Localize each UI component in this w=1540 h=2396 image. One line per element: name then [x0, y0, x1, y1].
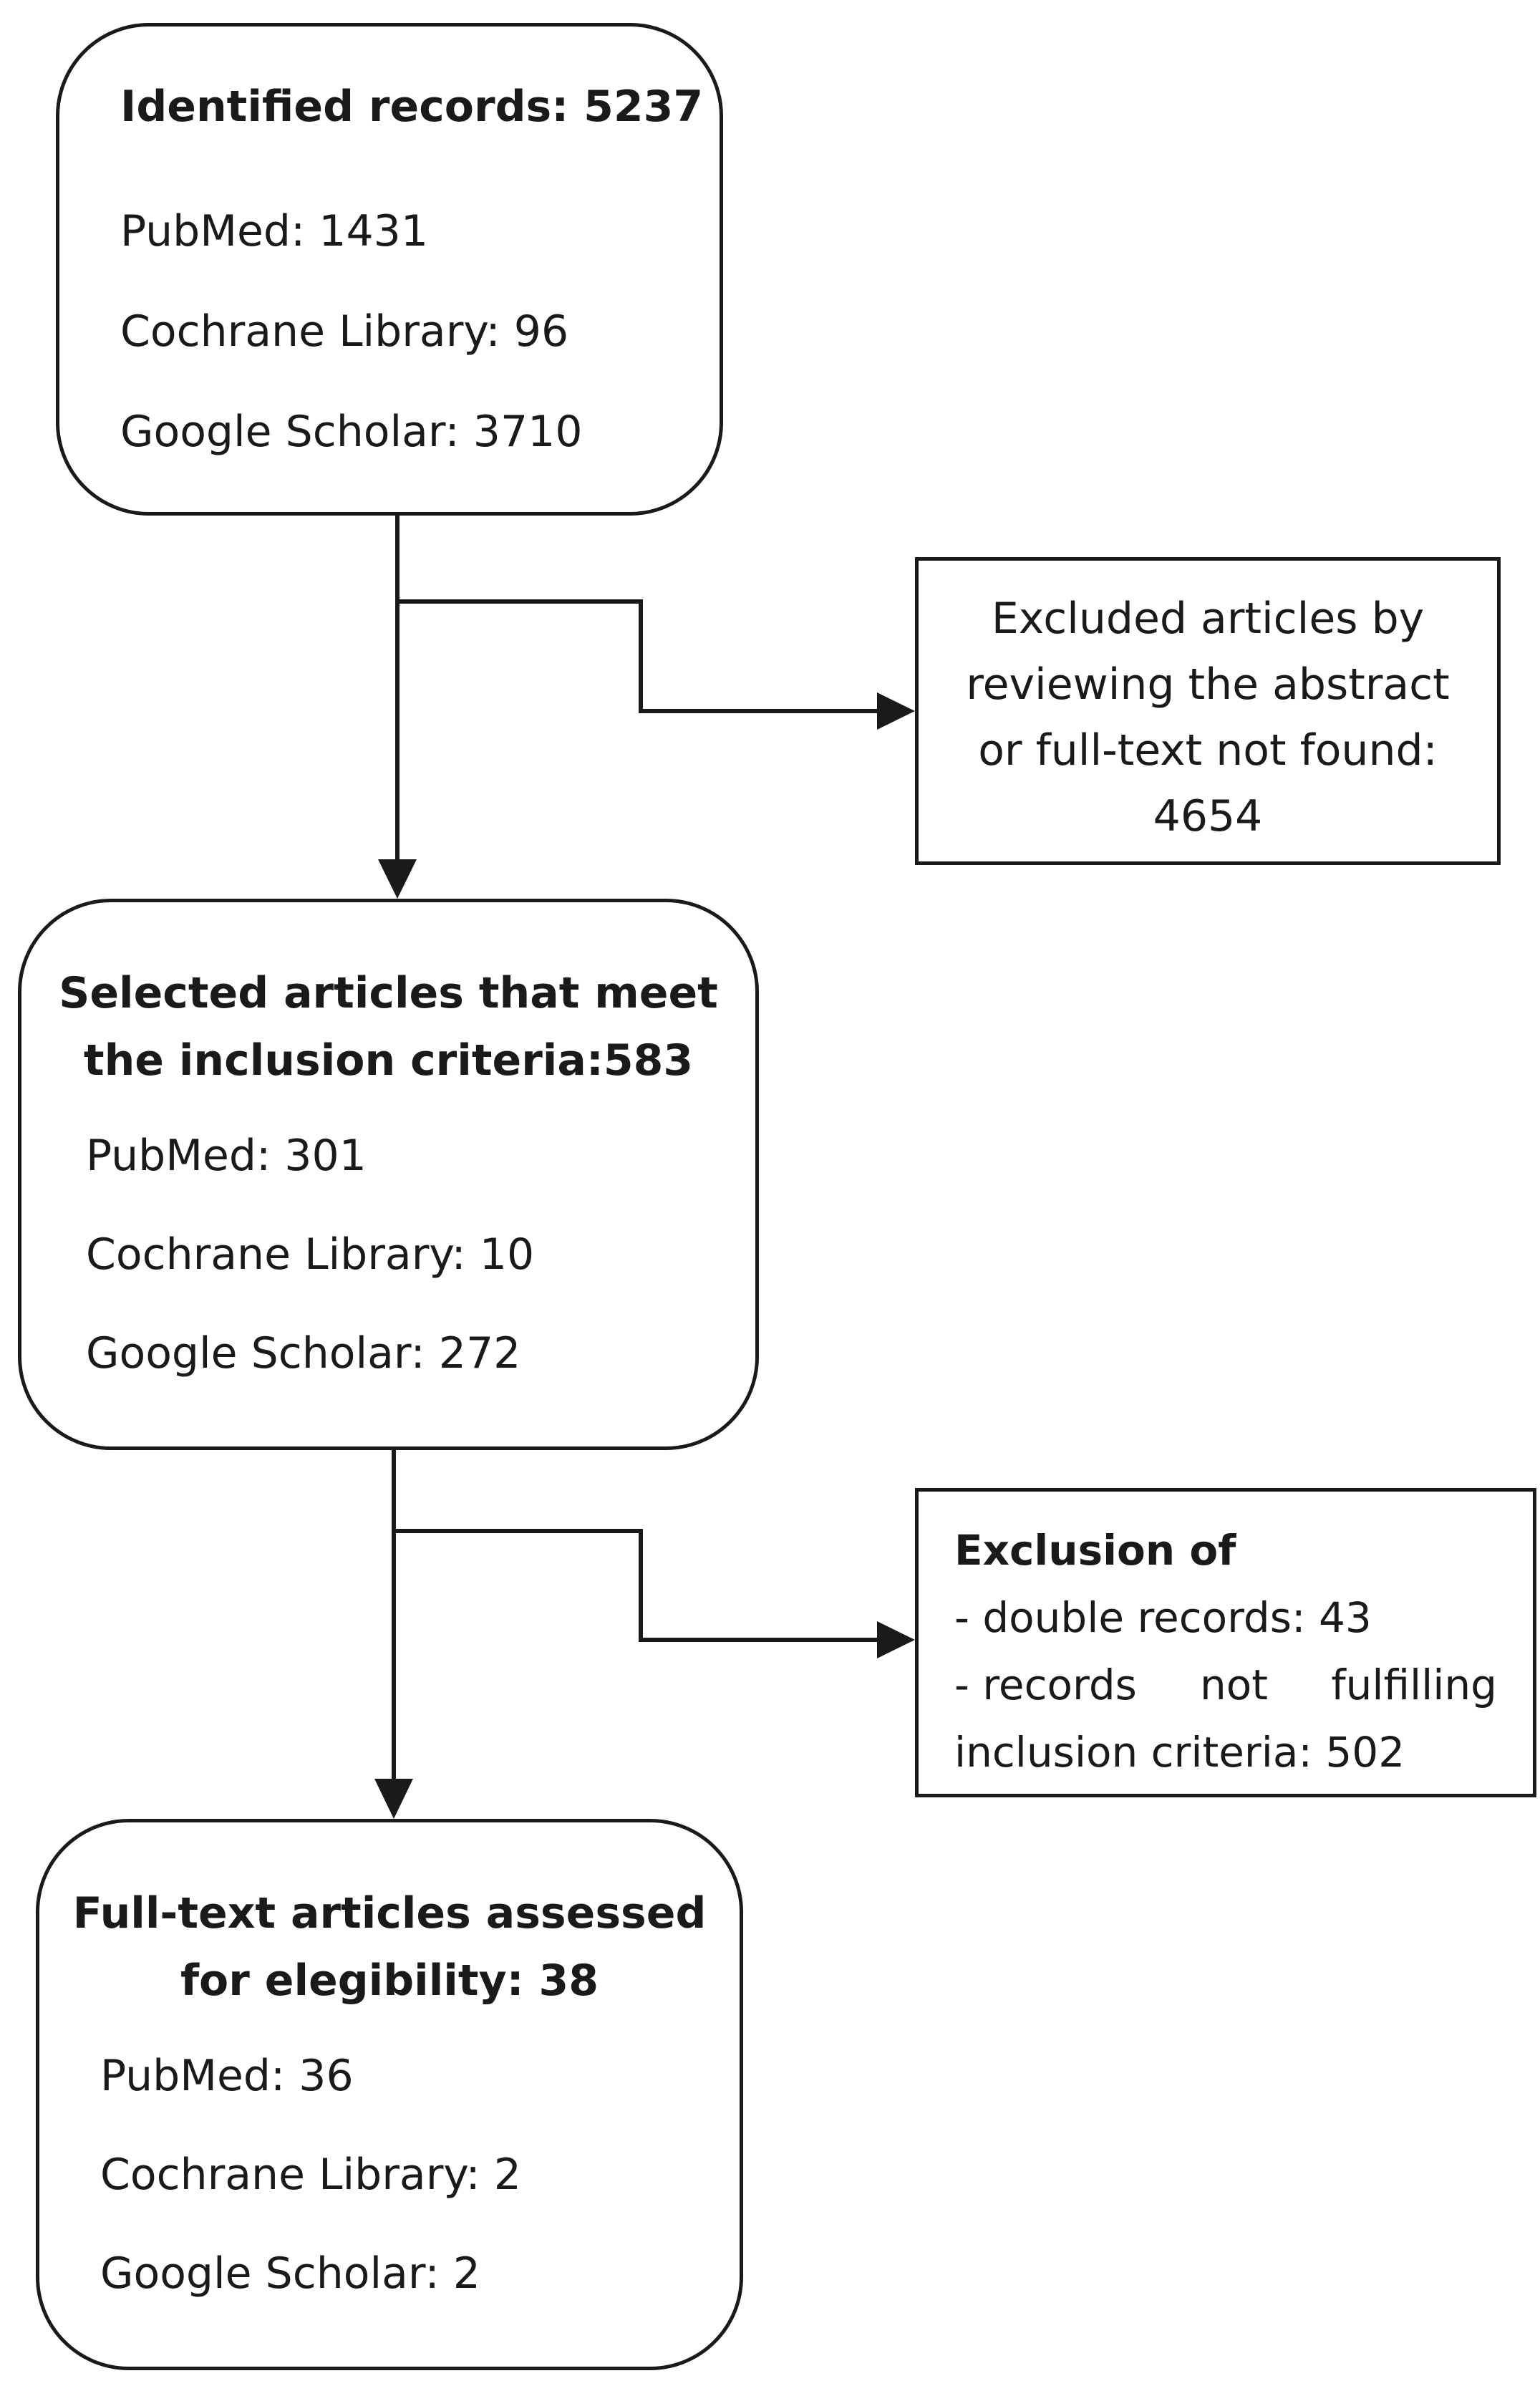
branch-to-excluded1: [397, 599, 881, 713]
arrowhead-box2: [378, 859, 417, 899]
excluded-line-1: Excluded articles by: [991, 594, 1425, 644]
identified-records-box: Identified records: 5237 PubMed: 1431 Co…: [56, 23, 723, 516]
selected-articles-title-1: Selected articles that meet: [59, 968, 718, 1018]
exclusion-double-records: - double records: 43: [954, 1593, 1372, 1642]
excluded-articles-box: Excluded articles by reviewing the abstr…: [915, 557, 1501, 865]
box2-item-cochrane: Cochrane Library: 10: [86, 1230, 535, 1280]
full-text-title-2: for elegibility: 38: [180, 1956, 599, 2006]
exclusion-title: Exclusion of: [954, 1526, 1236, 1575]
arrowhead-box3: [374, 1779, 413, 1819]
box1-item-pubmed: PubMed: 1431: [120, 206, 428, 256]
box3-item-google-scholar: Google Scholar: 2: [100, 2248, 480, 2299]
box2-item-google-scholar: Google Scholar: 272: [86, 1328, 521, 1378]
box2-item-pubmed: PubMed: 301: [86, 1131, 367, 1181]
selected-articles-box: Selected articles that meet the inclusio…: [18, 899, 759, 1450]
excluded-line-3: or full-text not found:: [978, 725, 1438, 776]
identified-records-title: Identified records: 5237: [120, 82, 704, 132]
exclusion-inclusion-criteria: inclusion criteria: 502: [954, 1728, 1405, 1777]
exclusion-word-3: fulfilling: [1331, 1661, 1497, 1709]
exclusion-word-1: - records: [954, 1661, 1137, 1709]
exclusion-box: Exclusion of - double records: 43 - reco…: [915, 1488, 1536, 1797]
full-text-title-1: Full-text articles assessed: [72, 1888, 707, 1938]
arrowhead-excluded1: [877, 692, 915, 730]
excluded-count: 4654: [1153, 791, 1263, 841]
branch-to-excluded2: [394, 1529, 881, 1642]
box3-item-cochrane: Cochrane Library: 2: [100, 2150, 521, 2200]
arrowhead-excluded2: [877, 1621, 915, 1658]
box1-item-google-scholar: Google Scholar: 3710: [120, 407, 583, 457]
box3-item-pubmed: PubMed: 36: [100, 2051, 354, 2101]
full-text-articles-box: Full-text articles assessed for elegibil…: [36, 1819, 743, 2370]
exclusion-records-not-fulfilling: - records not fulfilling: [954, 1651, 1497, 1719]
box1-item-cochrane: Cochrane Library: 96: [120, 306, 569, 357]
selected-articles-title-2: the inclusion criteria:583: [83, 1035, 694, 1086]
excluded-line-2: reviewing the abstract: [966, 660, 1450, 710]
exclusion-word-2: not: [1200, 1661, 1269, 1709]
